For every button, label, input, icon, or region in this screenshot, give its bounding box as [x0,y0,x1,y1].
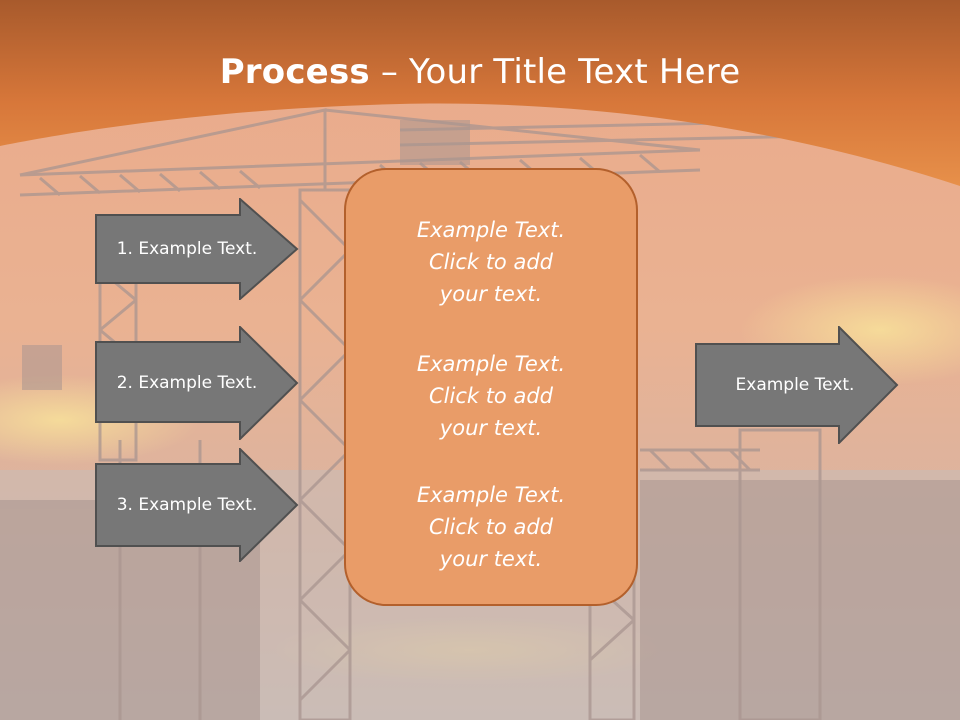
arrow-shape-2 [95,326,299,440]
right-arrow-shape [695,326,899,444]
paragraph-1-line-2: Click to add [428,250,553,274]
left-arrow-label-2: 2. Example Text. [116,373,258,393]
arrow-shape-3 [95,448,299,562]
paragraph-3-line-2: Click to add [428,515,553,539]
right-arrow[interactable]: Example Text. [695,326,899,444]
slide-title[interactable]: Process – Your Title Text Here [0,52,960,92]
center-text-box[interactable]: Example Text. Click to add your text. Ex… [344,168,638,606]
left-arrow-label-1: 1. Example Text. [116,239,258,259]
left-arrow-3[interactable]: 3. Example Text. [95,448,299,562]
paragraph-2-line-1: Example Text. [416,352,566,376]
left-arrow-1[interactable]: 1. Example Text. [95,198,299,300]
right-arrow-label: Example Text. [735,375,855,395]
title-rest: – Your Title Text Here [369,52,741,92]
left-arrow-label-3: 3. Example Text. [116,495,258,515]
center-paragraph-3: Example Text. Click to add your text. [346,479,636,575]
paragraph-1-line-3: your text. [439,282,543,306]
paragraph-3-line-1: Example Text. [416,483,566,507]
paragraph-2-line-2: Click to add [428,384,553,408]
paragraph-2-line-3: your text. [439,416,543,440]
paragraph-3-line-3: your text. [439,547,543,571]
paragraph-1-line-1: Example Text. [416,218,566,242]
title-bold: Process [219,52,370,92]
center-paragraph-2: Example Text. Click to add your text. [346,348,636,444]
arrow-shape-1 [95,198,299,300]
left-arrow-2[interactable]: 2. Example Text. [95,326,299,440]
center-paragraph-1: Example Text. Click to add your text. [346,214,636,310]
